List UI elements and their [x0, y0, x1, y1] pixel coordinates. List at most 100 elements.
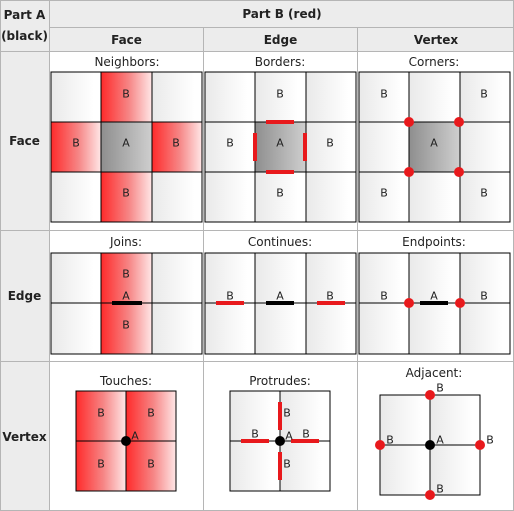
joins-tile-1-0	[50, 302, 102, 355]
continues-tile-0-1	[254, 252, 307, 304]
part-a-header: Part A (black)	[0, 0, 49, 51]
adjacent-tile-tl	[379, 394, 431, 446]
neighbors-tile-2-1	[100, 171, 153, 223]
corners-label-b-tr: B	[480, 88, 488, 101]
vertex-face-caption: Touches:	[99, 374, 152, 388]
touches-label-b-tr: B	[147, 407, 155, 420]
corners-red-vertex-tr	[454, 117, 464, 127]
corners-tile-1-2	[459, 121, 511, 173]
borders-tile-0-2	[305, 71, 357, 123]
protrudes-tile-bl	[229, 440, 281, 492]
adjacent-black-vertex	[425, 440, 435, 450]
endpoints-red-vertex-left	[404, 298, 414, 308]
neighbors-label-a: A	[122, 137, 130, 150]
borders-label-a: A	[276, 137, 284, 150]
table-border-left	[0, 0, 1, 511]
continues-tile-1-1	[254, 302, 307, 355]
table-border-top	[0, 0, 514, 1]
touches-label-b-br: B	[147, 458, 155, 471]
table-line-v2	[203, 28, 204, 511]
adjacent-tile-br	[429, 444, 481, 496]
joins-label-a: A	[122, 290, 130, 303]
corners-label-a: A	[430, 137, 438, 150]
face-edge-caption: Borders:	[255, 55, 306, 69]
vertex-edge-caption: Protrudes:	[249, 374, 311, 388]
endpoints-tile-1-1	[408, 302, 461, 355]
edge-edge-caption: Continues:	[248, 235, 312, 249]
continues-tile-0-0	[204, 252, 256, 304]
corners-tile-2-0	[358, 171, 410, 223]
touches-label-a: A	[131, 430, 139, 443]
neighbors-tile-2-0	[50, 171, 102, 223]
continues-tile-0-2	[305, 252, 357, 304]
continues-tile-1-2	[305, 302, 357, 355]
adjacent-label-a: A	[436, 434, 444, 447]
borders-tile-2-0	[204, 171, 256, 223]
protrudes-label-b-right: B	[302, 428, 310, 441]
joins-tile-0-0	[50, 252, 102, 304]
corners-tile-1-1	[408, 121, 461, 173]
borders-tile-1-0	[204, 121, 256, 173]
corners-tile-2-1	[408, 171, 461, 223]
endpoints-label-b-right: B	[480, 290, 488, 303]
borders-label-b-right: B	[326, 137, 334, 150]
neighbors-label-b-bottom: B	[122, 187, 130, 200]
col-header-vertex: Vertex	[358, 28, 514, 51]
protrudes-label-a: A	[285, 430, 293, 443]
part-b-header: Part B (red)	[50, 0, 514, 27]
endpoints-tile-1-0	[358, 302, 410, 355]
adjacent-label-b-bottom: B	[436, 483, 444, 496]
neighbors-label-b-top: B	[122, 88, 130, 101]
face-face-caption: Neighbors:	[94, 55, 159, 69]
table-line-h4	[0, 361, 514, 362]
continues-label-a: A	[276, 290, 284, 303]
continues-label-b-left: B	[226, 290, 234, 303]
borders-label-b-bottom: B	[276, 187, 284, 200]
endpoints-label-a: A	[430, 290, 438, 303]
protrudes-label-b-left: B	[251, 428, 259, 441]
joins-tile-0-2	[151, 252, 203, 304]
table-line-h2	[0, 51, 514, 52]
corners-red-vertex-bl	[404, 167, 414, 177]
touches-label-b-tl: B	[97, 407, 105, 420]
protrudes-label-b-up: B	[283, 407, 291, 420]
adjacent-red-vertex-left	[375, 440, 385, 450]
adjacent-label-b-top: B	[436, 382, 444, 395]
endpoints-tile-0-1	[408, 252, 461, 304]
touches-tile-bl	[75, 440, 127, 492]
vertex-vertex-caption: Adjacent:	[406, 366, 463, 380]
neighbors-tile-2-2	[151, 171, 203, 223]
touches-tile-br	[125, 440, 177, 492]
col-header-face: Face	[50, 28, 203, 51]
col-header-edge: Edge	[204, 28, 357, 51]
adjacent-label-b-left: B	[386, 434, 394, 447]
corners-tile-0-2	[459, 71, 511, 123]
adjacent-red-vertex-bottom	[425, 490, 435, 500]
table-line-h3	[0, 230, 514, 231]
neighbors-tile-1-1	[100, 121, 153, 173]
neighbors-label-b-right: B	[172, 137, 180, 150]
borders-tile-0-0	[204, 71, 256, 123]
joins-tile-1-2	[151, 302, 203, 355]
corners-label-b-tl: B	[380, 88, 388, 101]
neighbors-tile-0-2	[151, 71, 203, 123]
continues-tile-1-0	[204, 302, 256, 355]
endpoints-red-vertex-right	[455, 298, 465, 308]
table-line-v3	[357, 28, 358, 511]
corners-label-b-bl: B	[380, 187, 388, 200]
corners-tile-2-2	[459, 171, 511, 223]
corners-tile-0-1	[408, 71, 461, 123]
joins-label-b-top: B	[122, 268, 130, 281]
table-line-h1	[50, 27, 514, 28]
adjacent-red-vertex-top	[425, 390, 435, 400]
protrudes-black-vertex	[275, 436, 285, 446]
neighbors-tile-0-1	[100, 71, 153, 123]
borders-tile-2-1	[254, 171, 307, 223]
face-vertex-caption: Corners:	[409, 55, 460, 69]
neighbors-label-b-left: B	[72, 137, 80, 150]
protrudes-tile-tl	[229, 390, 281, 442]
adjacent-label-b-right: B	[486, 434, 494, 447]
row-header-vertex: Vertex	[0, 362, 49, 511]
